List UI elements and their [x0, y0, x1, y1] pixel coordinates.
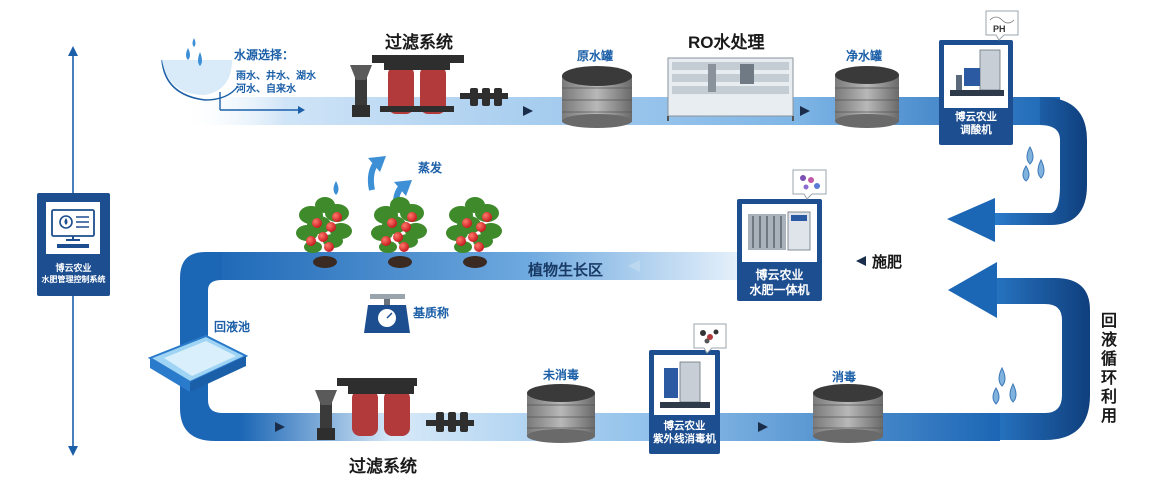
recycle-char-4: 环: [1100, 370, 1117, 387]
clean-water-tank-icon: [835, 66, 899, 128]
recycle-char-3: 循: [1100, 351, 1117, 368]
uv-machine-label-line1: 博云农业: [663, 420, 706, 432]
monitor-icon: [51, 209, 95, 248]
controller-label: 博云农业 水肥管理控制系统: [37, 262, 110, 286]
ph-machine-box: [939, 40, 1013, 145]
undisinfected-tank-icon: [527, 384, 595, 443]
top-filter-system-icon: [350, 55, 508, 117]
right-bottom-loop: [980, 278, 1090, 440]
growth-zone-label: 植物生长区: [528, 262, 604, 279]
water-drops-icon: [992, 145, 1045, 405]
controller-label-line2: 水肥管理控制系统: [41, 275, 106, 284]
return-pool-icon: [147, 334, 249, 392]
uv-badge-icon: [693, 323, 727, 354]
fertilizer-badge-icon: [792, 169, 827, 200]
fertilize-label: 施肥: [872, 254, 903, 271]
raw-water-tank-icon: [562, 66, 632, 128]
water-source-line2: 河水、自来水: [236, 84, 296, 95]
uv-machine-label: 博云农业 紫外线消毒机: [649, 420, 720, 446]
water-source-bowl-icon: [161, 38, 305, 114]
left-loop: [180, 252, 250, 441]
ph-badge: [985, 10, 1019, 41]
clean-tank-label: 净水罐: [846, 49, 883, 63]
return-pool-label: 回液池: [214, 320, 251, 334]
bottom-filter-label: 过滤系统: [349, 457, 417, 476]
ph-machine-label-line1: 博云农业: [955, 111, 997, 123]
bottom-filter-system-icon: [315, 378, 474, 440]
flow-arrow-growth: [628, 260, 640, 272]
uv-machine-icon: [660, 361, 710, 408]
ph-machine-icon: [950, 49, 1004, 96]
tomato-plant-icon: [296, 197, 352, 268]
disinfect-label: 消毒: [832, 370, 857, 384]
scale-label: 基质称: [413, 306, 450, 320]
ph-badge-label: PH: [993, 24, 1006, 34]
undisinfected-label: 未消毒: [543, 368, 580, 382]
ro-treatment-unit-icon: [667, 57, 794, 121]
uv-machine-box: [649, 350, 720, 454]
right-top-loop: [995, 97, 1087, 225]
fertilizer-machine-icon: [748, 211, 811, 251]
substrate-scale-icon: [364, 294, 410, 333]
evaporation-label: 蒸发: [418, 161, 443, 175]
recycle-char-5: 利: [1100, 389, 1117, 406]
ph-machine-label: 博云农业 调酸机: [939, 111, 1013, 137]
recycle-char-1: 回: [1100, 313, 1117, 330]
tomato-plant-icon: [446, 197, 502, 268]
flow-arrows: [275, 106, 866, 432]
ro-label: RO水处理: [688, 33, 765, 52]
water-source-title: 水源选择：: [234, 48, 295, 62]
recycle-char-6: 用: [1100, 408, 1117, 425]
uv-machine-label-line2: 紫外线消毒机: [653, 433, 716, 445]
raw-tank-label: 原水罐: [577, 49, 614, 63]
ph-machine-label-line2: 调酸机: [960, 124, 992, 136]
water-source-line1: 雨水、井水、湖水: [236, 71, 316, 82]
fertilizer-machine-label-line2: 水肥一体机: [749, 283, 810, 297]
controller-box: [37, 193, 110, 296]
tomato-plant-icons: [296, 197, 502, 268]
fertilizer-machine-label: 博云农业 水肥一体机: [737, 268, 822, 298]
controller-label-line1: 博云农业: [55, 263, 92, 273]
recycle-char-2: 液: [1100, 332, 1117, 349]
tomato-plant-icon: [371, 197, 427, 268]
fertilizer-machine-box: [737, 199, 822, 301]
recycle-vertical-label: 回 液 循 环 利 用: [1100, 312, 1118, 426]
disinfected-tank-icon: [813, 384, 883, 443]
top-filter-label: 过滤系统: [385, 33, 453, 52]
fertilizer-machine-label-line1: 博云农业: [755, 268, 804, 282]
